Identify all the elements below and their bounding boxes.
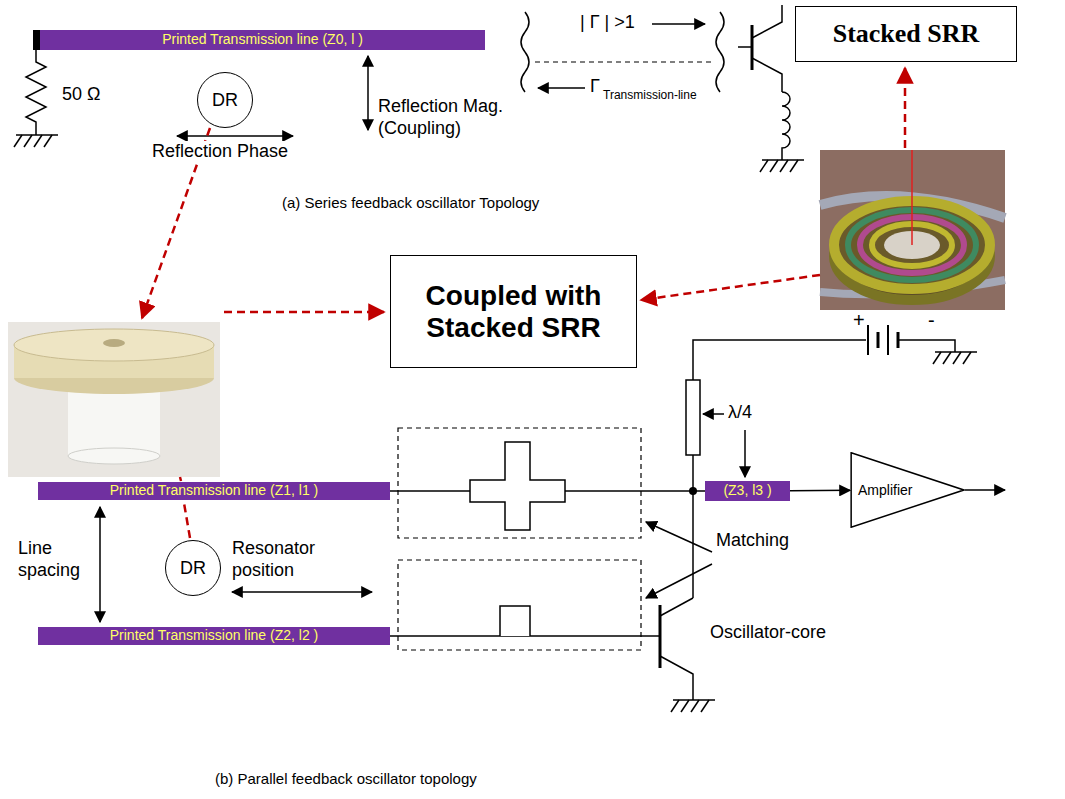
wire [692,455,694,598]
callout-box: Stacked SRR [795,6,1017,62]
callout-box: Coupled with Stacked SRR [390,255,637,368]
reflection-label: Γ [590,76,600,98]
resistor-symbol [26,50,46,135]
pointer-arrow [538,87,585,89]
ground-symbol [14,135,58,147]
node-text: Coupled with Stacked SRR [397,280,630,344]
reference-line [535,61,712,62]
transmission-line-bar: Printed Transmission line (Z0, l ) [40,30,485,50]
pointer-arrow [744,430,746,477]
node-text: Printed Transmission line (Z1, l1 ) [110,483,319,498]
wave-symbol [716,12,724,92]
node-text: Stacked SRR [833,19,980,49]
transistor-symbol [660,598,693,700]
battery-symbol [693,325,955,380]
dimension-arrow [232,591,372,593]
resistor-value: 50 Ω [62,84,100,106]
inductor-symbol [782,92,790,160]
figure-caption: (a) Series feedback oscillator Topology [282,194,539,212]
coupling-label: Reflection Mag. (Coupling) [378,96,528,139]
node-text: DR [212,90,238,111]
reflection-label: | Γ | >1 [580,12,635,34]
transistor-symbol [738,5,782,92]
pointer-arrow [703,413,724,415]
output-arrow [965,489,1005,491]
dielectric-resonator: DR [165,540,221,596]
polarity-sign: + [853,308,865,332]
ground-symbol [933,352,977,364]
cross-stub [470,442,565,530]
line-end [33,30,40,50]
core-label: Oscillator-core [710,622,826,644]
wire [390,490,470,492]
pointer-arrow [652,23,705,25]
transmission-line-bar: Printed Transmission line (Z1, l1 ) [38,482,390,500]
quarter-wave-line [686,380,700,455]
pointer-arrow [646,564,712,598]
matching-box [398,428,641,538]
node-text: Printed Transmission line (Z0, l ) [162,32,363,47]
transmission-line-bar: Printed Transmission line (Z2, l2 ) [38,627,390,645]
node-text: Amplifier [858,482,912,498]
signal-connector [790,490,850,492]
phase-label: Reflection Phase [150,141,290,163]
dielectric-resonator: DR [197,72,253,128]
pointer-arrow [646,522,712,552]
polarity-sign: - [928,308,935,332]
wire [565,490,693,492]
node-text: Printed Transmission line (Z2, l2 ) [110,628,319,643]
amplifier-triangle: Amplifier [850,452,965,528]
matching-label: Matching [716,530,789,552]
subscript-label: Transmission-line [603,88,697,102]
figure-caption: (b) Parallel feedback oscillator topolog… [215,770,477,788]
resonator-photo [8,322,220,477]
ground-symbol [671,700,715,712]
length-label: λ/4 [728,402,752,424]
t-stub [500,606,530,636]
transmission-line-box: (Z3, l3 ) [705,481,790,501]
wire [693,490,705,492]
position-label: Resonator position [232,538,342,581]
dimension-arrow [99,507,101,622]
ground-symbol [760,160,804,172]
srr-picture [820,150,1005,310]
dimension-arrow [367,56,369,130]
node-text: (Z3, l3 ) [723,483,771,498]
spacing-label: Line spacing [18,538,92,581]
dimension-arrow [177,135,293,137]
node-text: DR [180,558,206,579]
leader-line [142,68,905,538]
wave-symbol [521,12,529,92]
